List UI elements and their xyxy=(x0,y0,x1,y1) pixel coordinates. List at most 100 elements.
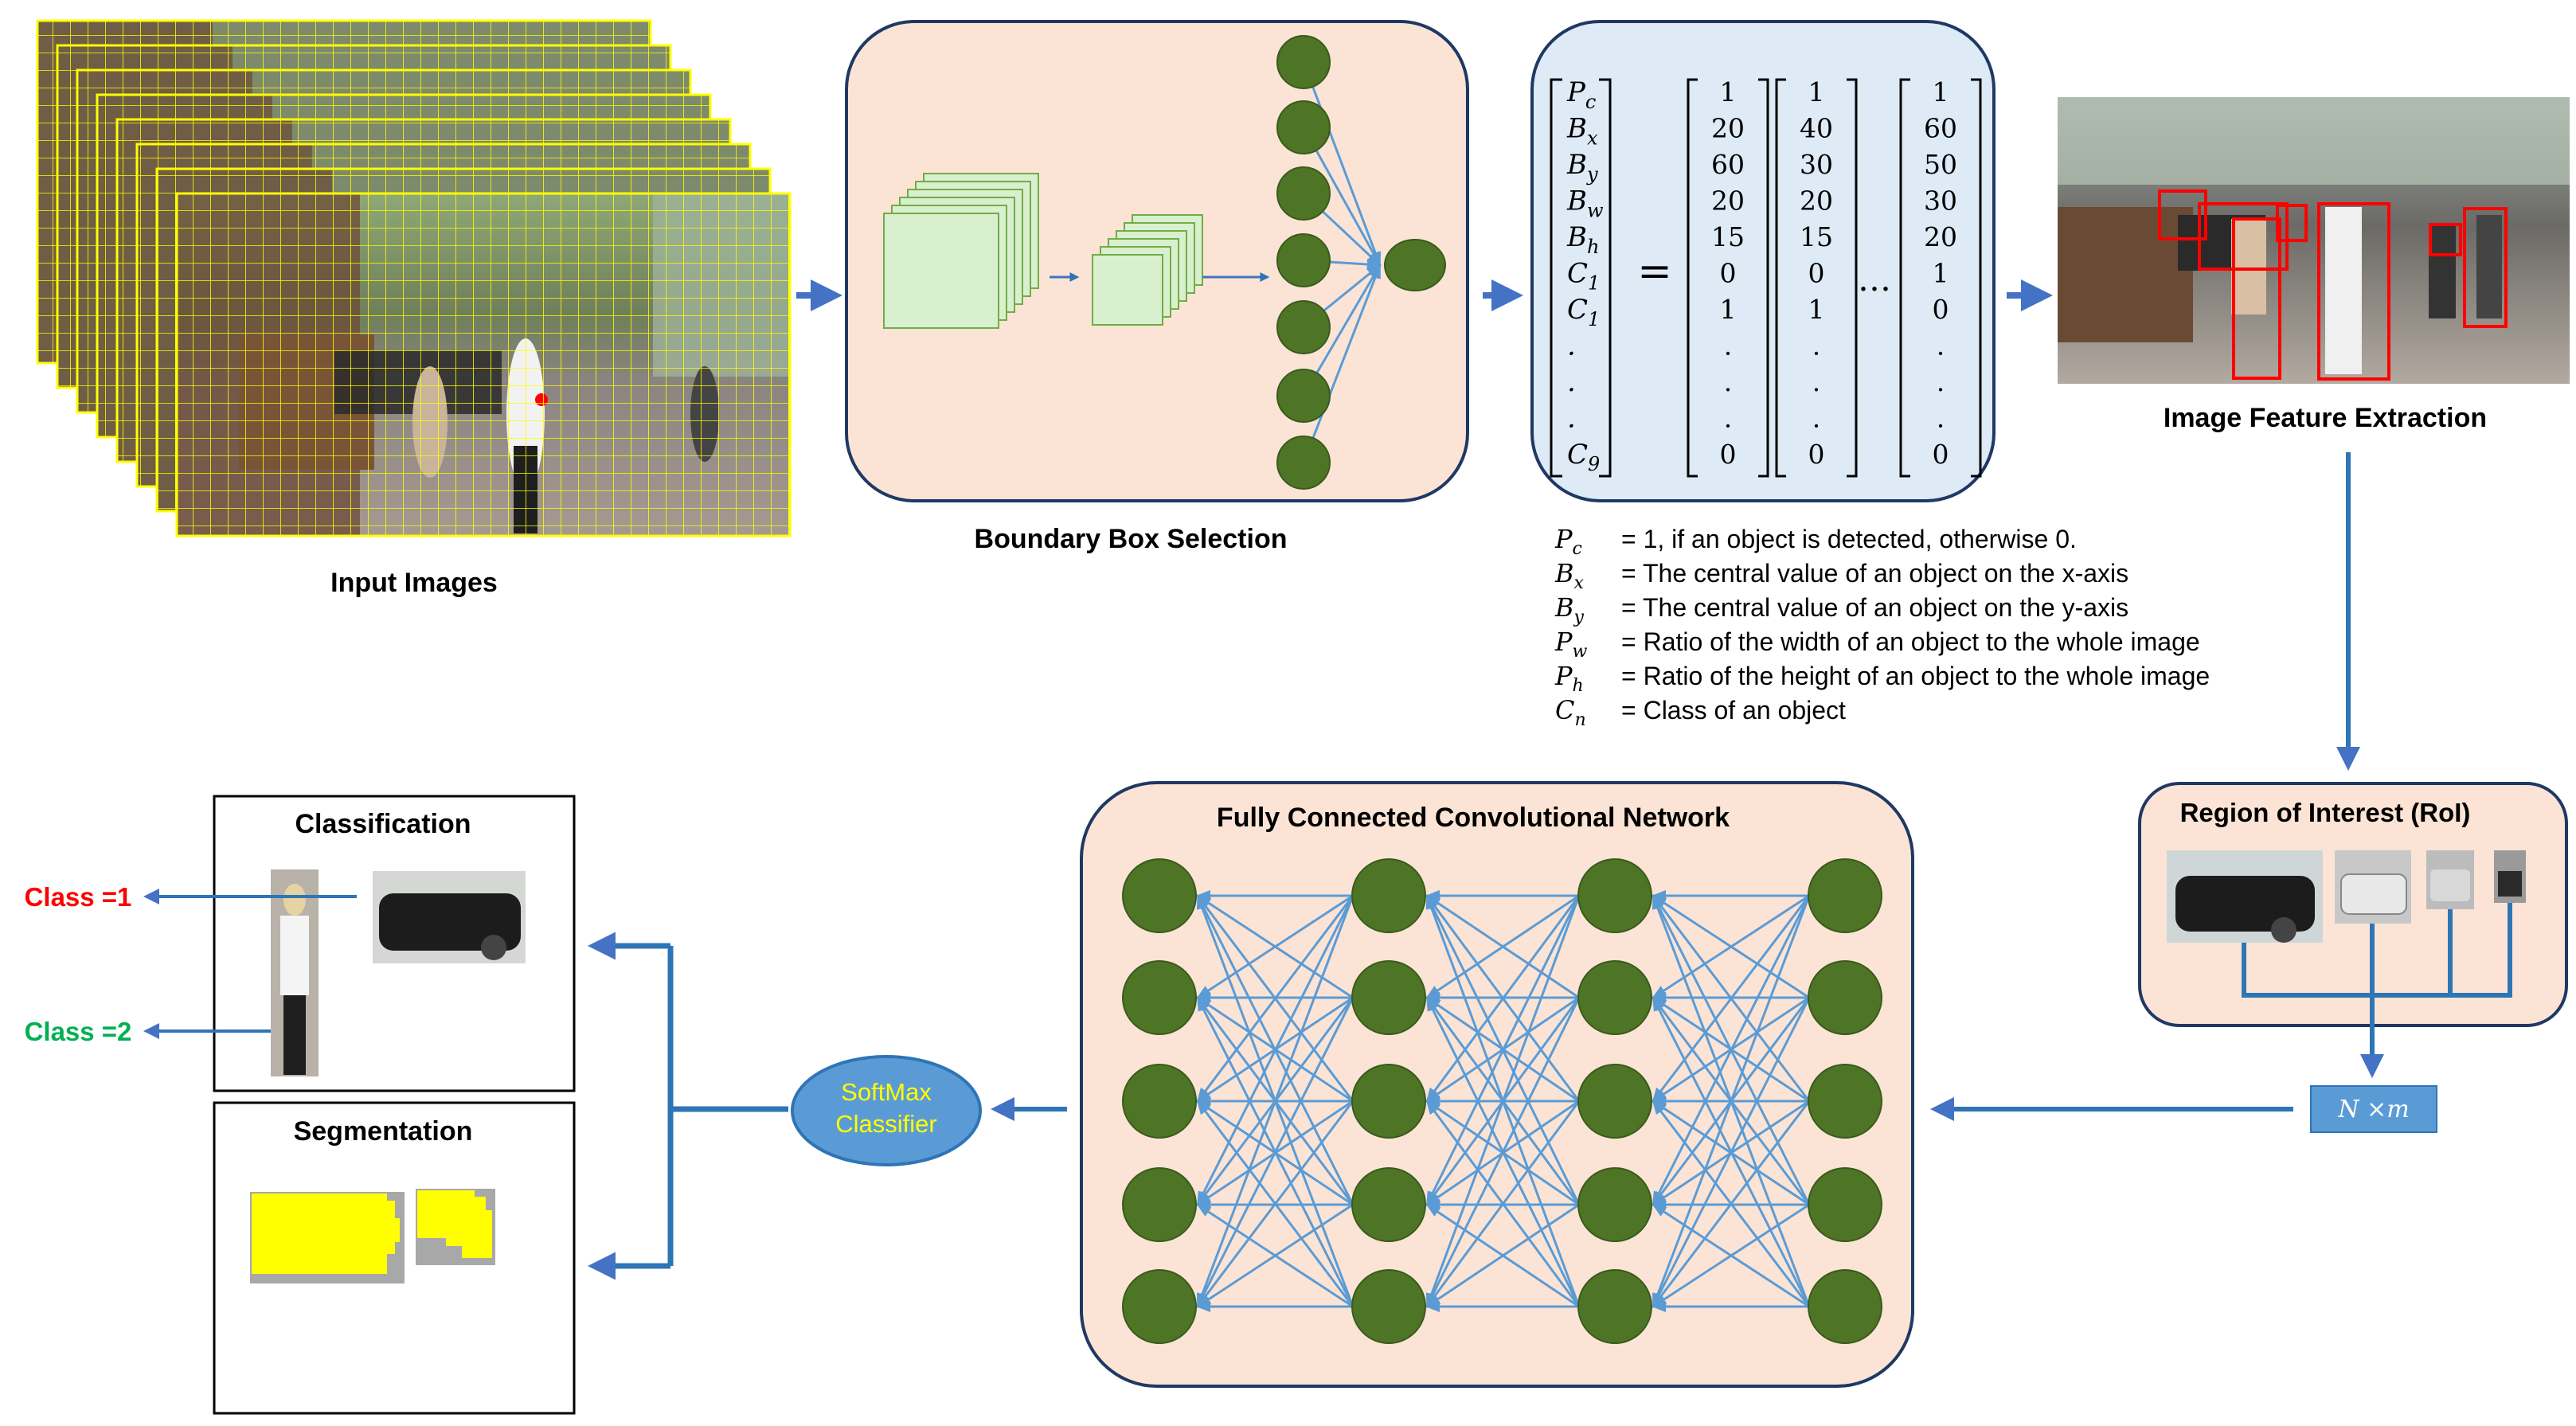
fc-edge xyxy=(1425,894,1580,999)
vector-value: 15 xyxy=(1711,221,1745,252)
fc-edge xyxy=(1425,895,1581,1308)
fc-edge xyxy=(1196,997,1354,1308)
vector-value: . xyxy=(1812,366,1821,397)
vector-value: . xyxy=(1724,366,1733,397)
vector-value: 60 xyxy=(1924,113,1957,144)
svg-text:Ph: Ph xyxy=(1554,661,1584,696)
fc-edge xyxy=(1196,895,1354,1206)
vector-value: . xyxy=(1812,403,1821,434)
fc-edge xyxy=(1425,895,1581,1206)
fc-neuron xyxy=(1808,858,1882,933)
symbol-entry: C1 xyxy=(1567,294,1600,330)
fc-neuron xyxy=(1577,858,1652,933)
vector-value: 20 xyxy=(1924,221,1957,252)
fc-neuron xyxy=(1351,858,1426,933)
fc-edge xyxy=(1652,1100,1811,1308)
bbox-net-neuron xyxy=(1276,436,1331,490)
vector-value: . xyxy=(1812,330,1821,361)
vector-value: 0 xyxy=(1720,439,1737,470)
vector-value: 1 xyxy=(1720,76,1737,107)
output-vector-panel xyxy=(1530,20,1996,502)
vector-value: . xyxy=(1937,330,1945,361)
fc-edge xyxy=(1425,997,1581,1308)
symbol-entry: C1 xyxy=(1567,258,1600,295)
vector-value: 30 xyxy=(1924,186,1957,217)
vector-value: . xyxy=(1724,403,1733,434)
fc-neuron xyxy=(1351,960,1426,1035)
bbox-net-edge xyxy=(1302,264,1382,463)
fc-neuron xyxy=(1808,1167,1882,1242)
bbox-net-neuron xyxy=(1276,369,1331,423)
street-scene-front-image xyxy=(175,192,792,537)
svg-text:= Ratio of the height of an ob: = Ratio of the height of an object to th… xyxy=(1621,662,2210,690)
vector-value: 0 xyxy=(1808,258,1825,289)
vector-value: 15 xyxy=(1800,221,1833,252)
fc-network-label: Fully Connected Convolutional Network xyxy=(1217,803,1730,833)
fc-neuron xyxy=(1122,1269,1197,1344)
input-images-stack xyxy=(36,19,792,537)
svg-text:= Class of an object: = Class of an object xyxy=(1621,696,1846,725)
classification-crops xyxy=(271,869,526,1076)
bbox-net-output-neuron xyxy=(1384,239,1446,291)
vector-value: . xyxy=(1937,366,1945,397)
svg-text:Pc: Pc xyxy=(1554,524,1582,559)
feature-extraction-image xyxy=(2058,97,2570,384)
definition-row: Pc = 1, if an object is detected, otherwi… xyxy=(1554,524,2077,559)
vector-value: 30 xyxy=(1800,149,1833,180)
segmentation-masks xyxy=(250,1189,495,1283)
vector-value: . xyxy=(1724,330,1733,361)
fc-edge xyxy=(1196,894,1354,999)
bbox-neural-net xyxy=(1276,35,1446,490)
fc-neuron xyxy=(1122,1167,1197,1242)
symbol-entry: . xyxy=(1567,403,1576,435)
roi-crops xyxy=(2167,850,2526,943)
fc-edge xyxy=(1196,1203,1354,1308)
symbol-entry: Bx xyxy=(1566,113,1598,150)
bbox-net-edge xyxy=(1302,61,1382,267)
fc-neuron xyxy=(1808,960,1882,1035)
fc-neuron xyxy=(1351,1167,1426,1242)
feature-map-stack-small xyxy=(1092,214,1203,326)
ellipsis: … xyxy=(1858,260,1891,299)
vector-value: 0 xyxy=(1933,439,1949,470)
fc-edge xyxy=(1652,895,1811,1308)
fc-edge xyxy=(1425,1203,1580,1308)
fc-neuron xyxy=(1577,1064,1652,1139)
fc-neuron xyxy=(1122,1064,1197,1139)
vector-value: 1 xyxy=(1933,76,1949,107)
detected-object-boxes xyxy=(2158,189,2508,381)
input-images-label: Input Images xyxy=(330,568,498,598)
bbox-net-neuron xyxy=(1276,233,1331,287)
svg-text:Cn: Cn xyxy=(1555,695,1586,730)
vector-value: 1 xyxy=(1720,294,1737,325)
fc-edge xyxy=(1652,895,1811,1206)
symbol-entry: . xyxy=(1567,366,1576,398)
feature-extraction-label: Image Feature Extraction xyxy=(2164,403,2487,433)
bbox-net-neuron xyxy=(1276,300,1331,354)
vector-value: . xyxy=(1937,403,1945,434)
vector-value: 0 xyxy=(1933,294,1949,325)
fc-edge xyxy=(1425,1100,1581,1308)
roi-merge-lines xyxy=(2242,903,2512,998)
svg-text:= 1, if an object is detected,: = 1, if an object is detected, otherwise… xyxy=(1621,525,2077,553)
equals-sign: = xyxy=(1637,248,1672,295)
svg-text:Pw: Pw xyxy=(1554,627,1588,662)
nm-matrix-box xyxy=(2310,1085,2437,1133)
vector-value: 20 xyxy=(1711,113,1745,144)
vector-value: 20 xyxy=(1711,186,1745,217)
softmax-line2: Classifier xyxy=(835,1110,936,1138)
symbol-entry: . xyxy=(1567,330,1576,362)
softmax-branch-lines xyxy=(667,946,788,1266)
vector-value: 20 xyxy=(1800,186,1833,217)
segmentation-label: Segmentation xyxy=(294,1116,473,1147)
svg-text:= The central value of an obje: = The central value of an object on the … xyxy=(1621,559,2128,588)
fc-neuron xyxy=(1808,1064,1882,1139)
fc-edge xyxy=(1196,895,1354,1103)
fc-neuron xyxy=(1577,1167,1652,1242)
softmax-line1: SoftMax xyxy=(841,1078,932,1106)
fc-edge xyxy=(1196,895,1354,1308)
definition-row: Pw= Ratio of the width of an object to t… xyxy=(1554,627,2200,662)
